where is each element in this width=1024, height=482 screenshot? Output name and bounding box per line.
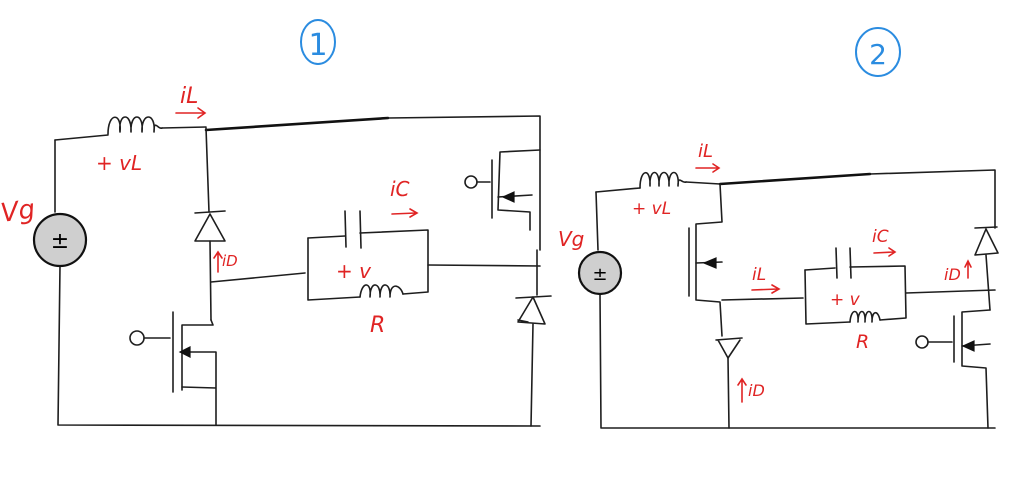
circuit-1-top-wire: [204, 116, 390, 132]
circuit-2-number: 2: [869, 38, 887, 71]
circuit-2-diode-current-upper: iD: [944, 265, 961, 284]
circuit-1-inductor-voltage: + vL: [96, 151, 142, 175]
circuit-1-gate-low: [129, 330, 145, 346]
circuit-1-voltage-source: [32, 212, 88, 268]
circuit-1-capacitor-current: iC: [390, 177, 410, 201]
circuit-2-capacitor-current: iC: [872, 227, 889, 247]
circuit-1-number-circle: [300, 19, 336, 65]
circuit-1: 1 ± Vg iL + vL iD iC + v R: [0, 19, 552, 427]
circuit-2-gate-right: [915, 335, 929, 349]
circuit-1-inductor-current: iL: [180, 84, 198, 109]
circuit-2-mosfet-center: [695, 183, 723, 337]
circuit-1-number: 1: [308, 28, 327, 63]
circuit-2-source-sign: ±: [592, 264, 607, 285]
circuit-1-inductor-current-arrow: [175, 107, 207, 119]
circuit-1-inductor: [107, 116, 163, 135]
circuit-1-diode-current: iD: [222, 252, 238, 270]
circuit-2-branch-current: iL: [752, 265, 766, 285]
circuit-1-resistor: [359, 284, 404, 298]
circuit-1-diode-right: [515, 295, 552, 325]
circuit-2-diode-current-lower: iD: [748, 381, 765, 400]
circuit-2-source-label: Vg: [558, 227, 584, 251]
circuit-2-mosfet-right: [961, 309, 991, 429]
circuit-2-resistor-label: R: [856, 331, 869, 353]
circuit-2-inductor: [639, 171, 687, 189]
circuit-2-number-circle: [855, 27, 901, 77]
circuit-1-source-sign: ±: [51, 229, 69, 254]
circuit-1-output-voltage: + v: [336, 259, 372, 283]
circuit-2-resistor: [849, 310, 881, 323]
circuit-1-bottom-wire: [57, 265, 541, 427]
circuit-2-inductor-current: iL: [698, 141, 713, 162]
circuit-1-mosfet-high: [497, 149, 541, 231]
circuit-2-capacitor: [835, 247, 852, 279]
circuit-2: 2 ± Vg iL + vL iL iC + v R: [558, 27, 999, 429]
circuit-1-gate-high: [464, 175, 478, 189]
circuit-2-diode-right: [974, 226, 999, 256]
circuit-2-voltage-source: [577, 250, 623, 296]
circuit-2-diode-lower: [715, 337, 743, 359]
circuit-1-capacitor: [344, 210, 362, 249]
circuit-1-resistor-label: R: [370, 313, 385, 338]
circuit-1-mosfet-low: [181, 319, 214, 391]
circuit-2-inductor-voltage: + vL: [632, 199, 671, 219]
circuit-1-diode: [194, 213, 226, 242]
circuit-2-bottom-wire: [599, 293, 996, 429]
circuit-2-top-wire: [718, 172, 872, 186]
circuit-1-source-label: Vg: [0, 194, 37, 228]
circuit-2-output-voltage: + v: [830, 290, 861, 310]
